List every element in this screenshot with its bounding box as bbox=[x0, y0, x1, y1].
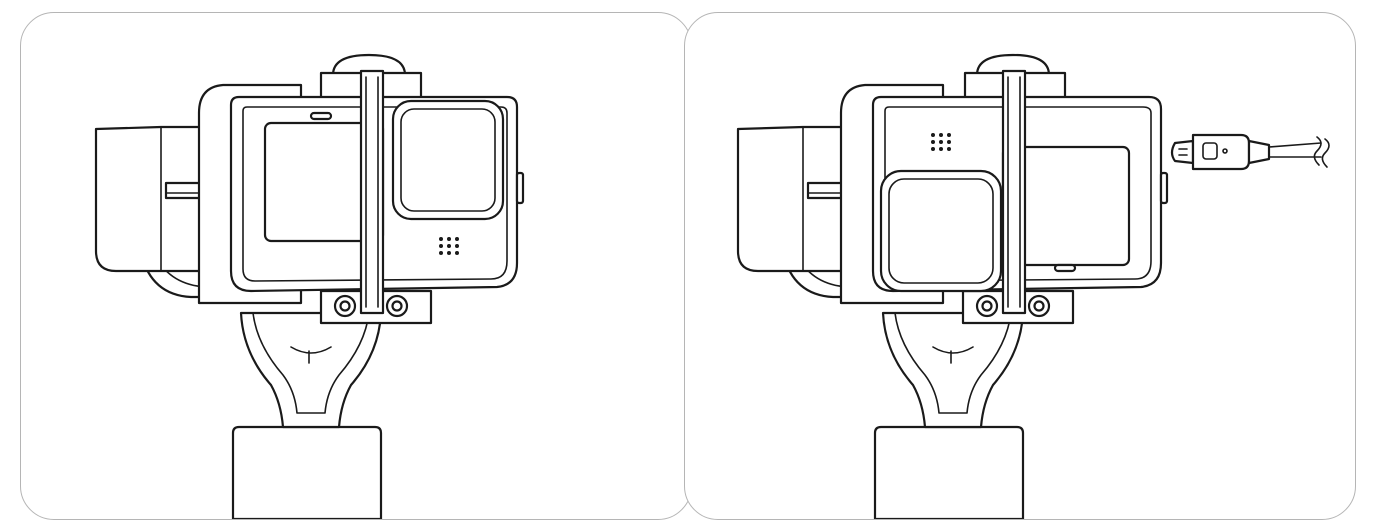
camera-body-inner bbox=[242, 106, 508, 282]
microphone-grille-icon bbox=[931, 133, 951, 151]
usb-cord-break bbox=[1313, 136, 1330, 168]
handle-neck-inner bbox=[252, 312, 370, 414]
handle-neck bbox=[239, 311, 383, 429]
side-button-icon bbox=[1159, 171, 1169, 205]
gimbal-camera-front-illustration bbox=[94, 53, 525, 519]
lens-cover-icon bbox=[879, 169, 1003, 293]
usb-cord bbox=[1268, 142, 1322, 158]
diagram-panel-left bbox=[20, 12, 692, 520]
status-led bbox=[1053, 263, 1077, 273]
handle-collar bbox=[932, 346, 974, 364]
handle-collar bbox=[290, 346, 332, 364]
microphone-grille-icon bbox=[439, 237, 459, 255]
handle-grip bbox=[873, 425, 1025, 519]
clamp-strap bbox=[1001, 69, 1027, 315]
side-button-icon bbox=[515, 171, 525, 205]
handle-neck-inner bbox=[894, 312, 1012, 414]
clamp-strap bbox=[359, 69, 385, 315]
status-led bbox=[309, 111, 333, 121]
diagram-panel-right bbox=[684, 12, 1356, 520]
usb-plug-tip bbox=[1170, 139, 1195, 165]
usb-cable-icon bbox=[1170, 133, 1330, 171]
lens-cover-icon bbox=[391, 99, 505, 221]
usb-strain-relief bbox=[1247, 139, 1271, 165]
handle-grip bbox=[231, 425, 383, 519]
handle-neck bbox=[881, 311, 1025, 429]
gimbal-camera-rear-usb-illustration bbox=[736, 53, 1330, 519]
usb-plug-body bbox=[1191, 133, 1251, 171]
